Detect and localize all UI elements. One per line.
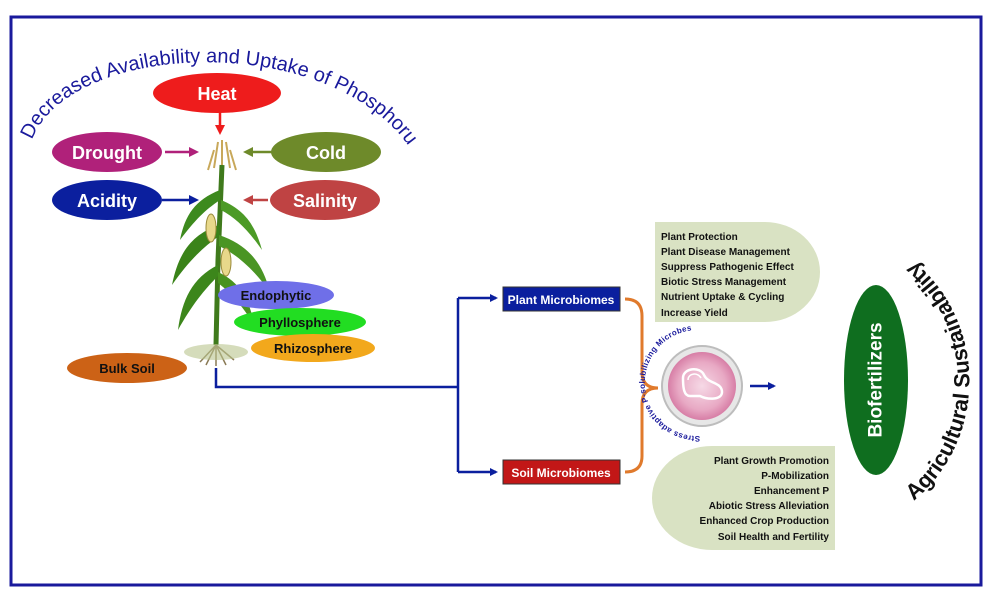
plant-benefit-item: Plant Protection bbox=[661, 232, 738, 243]
soil-benefit-item: Abiotic Stress Alleviation bbox=[709, 501, 829, 512]
plant-benefits-list: Plant Protection Plant Disease Managemen… bbox=[661, 232, 794, 319]
plant-benefit-item: Suppress Pathogenic Effect bbox=[661, 262, 794, 273]
zone-bulk-soil-label: Bulk Soil bbox=[99, 361, 155, 376]
soil-benefit-item: Enhancement P bbox=[754, 486, 829, 497]
outer-frame bbox=[9, 15, 983, 587]
plant-benefit-item: Nutrient Uptake & Cycling bbox=[661, 292, 784, 303]
stressor-cold: Cold bbox=[271, 132, 381, 172]
stressor-cold-label: Cold bbox=[306, 143, 346, 163]
biofertilizers-ellipse: Biofertilizers bbox=[844, 285, 908, 475]
zone-phyllosphere-label: Phyllosphere bbox=[259, 315, 341, 330]
soil-benefit-item: Soil Health and Fertility bbox=[718, 532, 830, 543]
orange-bracket bbox=[624, 297, 659, 474]
petri-dish-illustration bbox=[661, 345, 743, 427]
zone-bulk-soil: Bulk Soil bbox=[67, 353, 187, 383]
stressor-salinity-label: Salinity bbox=[293, 191, 357, 211]
stressor-heat-label: Heat bbox=[197, 84, 236, 104]
biofertilizers-label: Biofertilizers bbox=[866, 322, 887, 437]
stressor-drought: Drought bbox=[52, 132, 162, 172]
stressor-acidity: Acidity bbox=[52, 180, 162, 220]
plant-benefit-item: Plant Disease Management bbox=[661, 247, 791, 258]
soil-benefit-item: Enhanced Crop Production bbox=[700, 516, 829, 527]
plant-benefit-item: Biotic Stress Management bbox=[661, 277, 787, 288]
soil-benefit-item: Plant Growth Promotion bbox=[714, 456, 829, 467]
soil-microbiomes-label: Soil Microbiomes bbox=[511, 466, 611, 480]
stressor-heat: Heat bbox=[153, 73, 281, 113]
zone-endophytic: Endophytic bbox=[218, 281, 334, 309]
zone-rhizosphere-label: Rhizosphere bbox=[274, 341, 352, 356]
plant-benefits-panel bbox=[655, 222, 820, 322]
plant-microbiomes-box: Plant Microbiomes bbox=[502, 286, 621, 312]
soil-benefits-list: Plant Growth Promotion P-Mobilization En… bbox=[700, 456, 830, 543]
stressor-acidity-label: Acidity bbox=[77, 191, 137, 211]
soil-benefits-panel bbox=[652, 446, 835, 550]
zone-rhizosphere: Rhizosphere bbox=[251, 334, 375, 362]
stressor-drought-label: Drought bbox=[72, 143, 142, 163]
main-connector bbox=[214, 368, 458, 389]
zone-phyllosphere: Phyllosphere bbox=[234, 308, 366, 336]
soil-microbiomes-box: Soil Microbiomes bbox=[502, 459, 621, 485]
maize-plant-illustration bbox=[172, 140, 270, 366]
plant-microbiomes-label: Plant Microbiomes bbox=[508, 293, 615, 307]
plant-benefit-item: Increase Yield bbox=[661, 308, 728, 319]
soil-benefit-item: P-Mobilization bbox=[761, 471, 829, 482]
zone-endophytic-label: Endophytic bbox=[241, 288, 312, 303]
stressor-salinity: Salinity bbox=[270, 180, 380, 220]
